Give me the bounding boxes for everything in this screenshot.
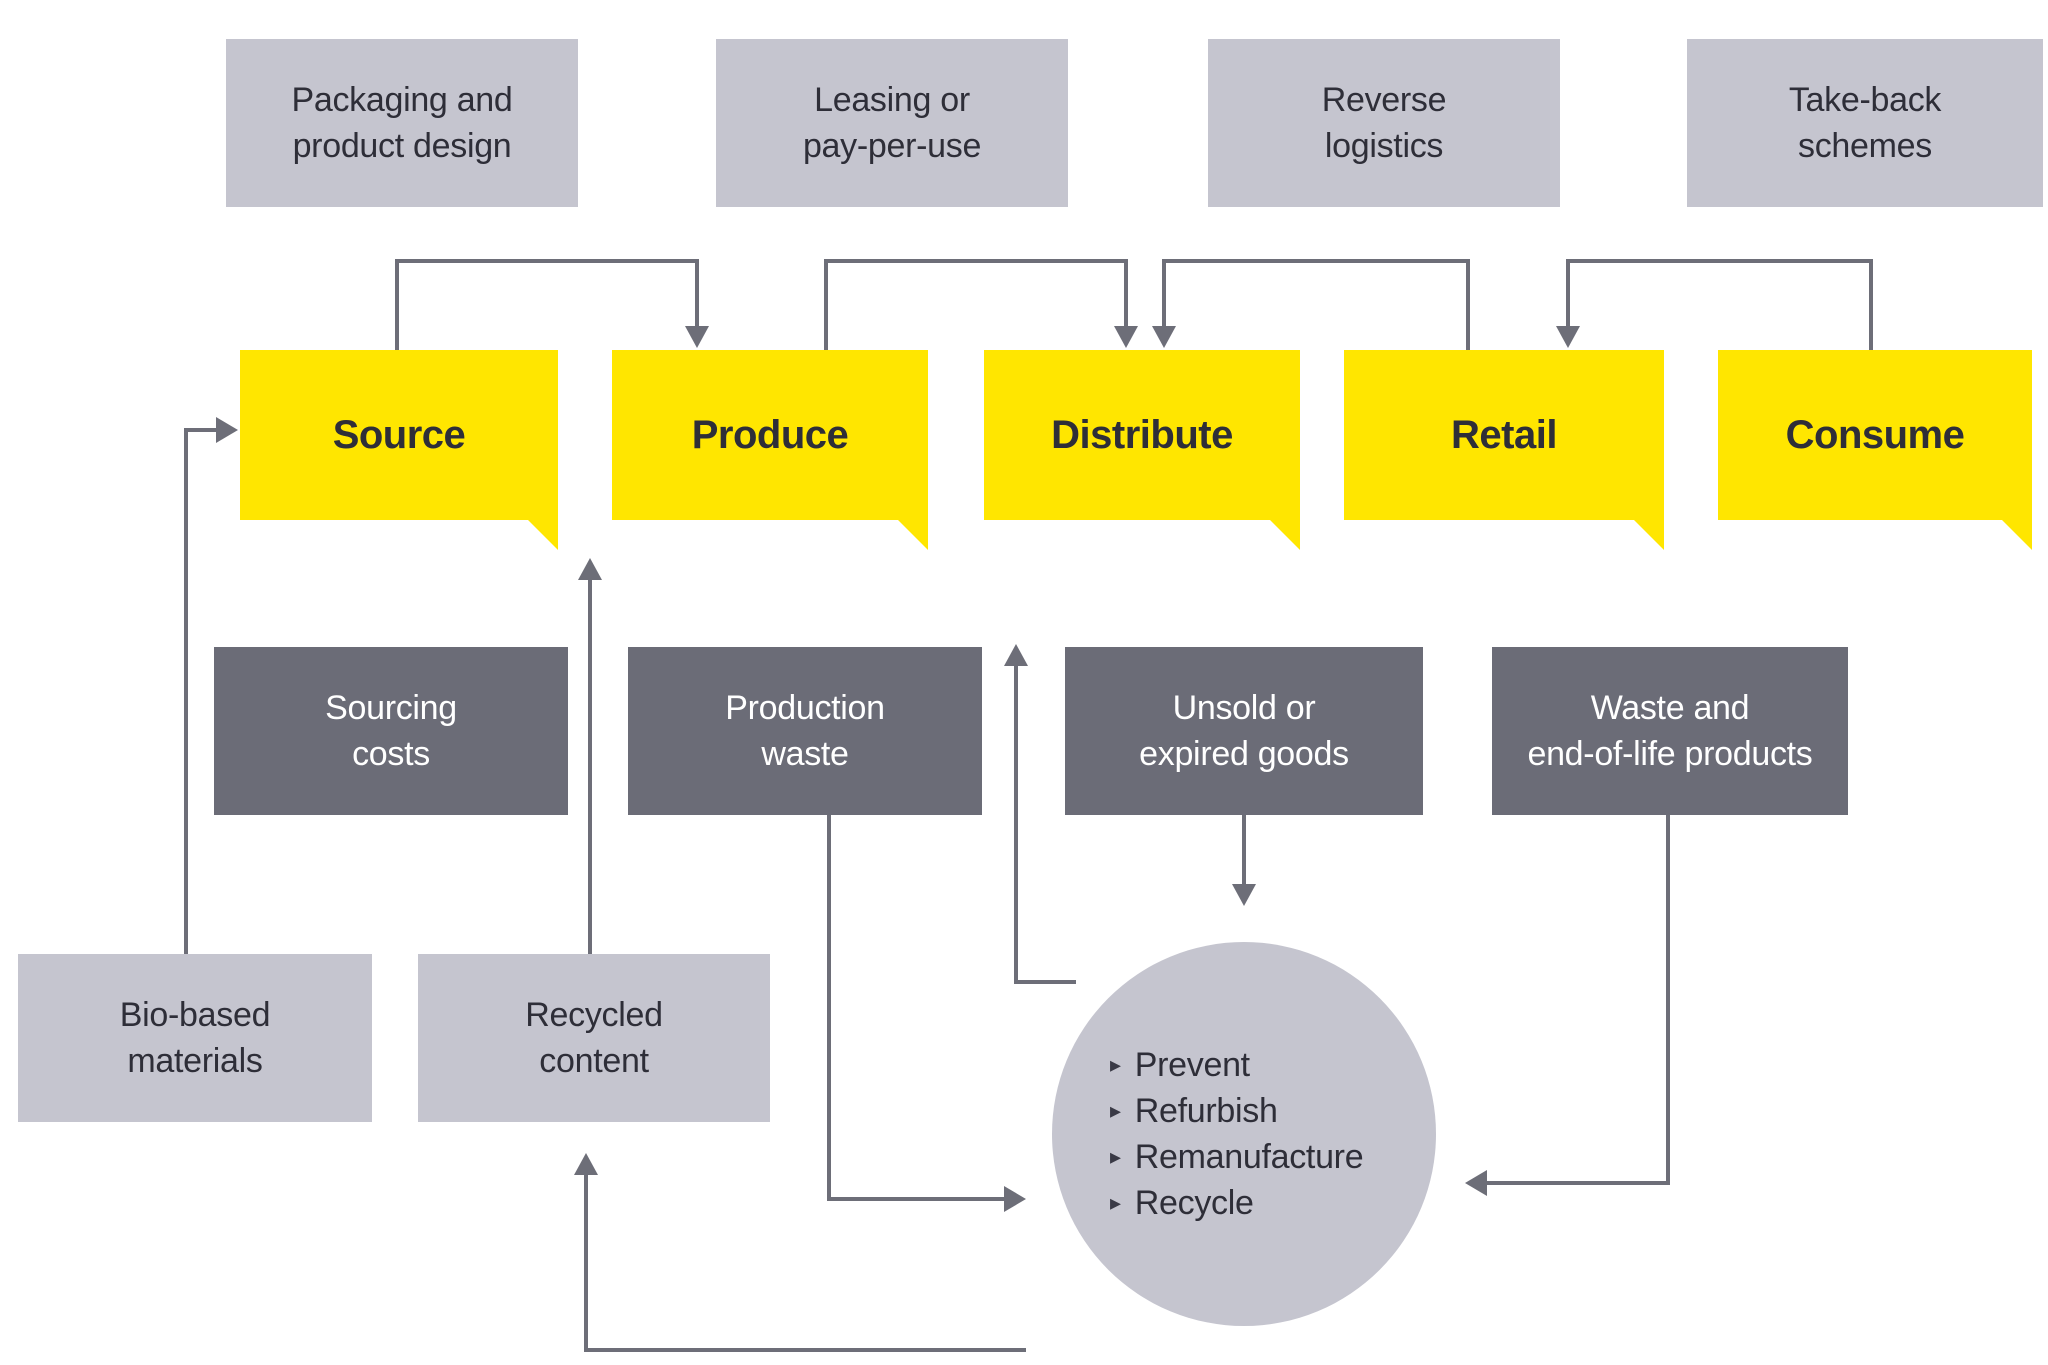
r-strategies-circle: ▸ Prevent ▸ Refurbish ▸ Remanufacture ▸ … bbox=[1052, 942, 1436, 1326]
arrow-segment bbox=[184, 428, 218, 432]
arrowhead-left-icon bbox=[1465, 1170, 1487, 1196]
arrow-segment bbox=[824, 259, 1128, 263]
leak-box-waste-end-of-life: Waste and end-of-life products bbox=[1492, 647, 1848, 815]
input-box-label: Recycled content bbox=[525, 996, 663, 1080]
triangle-bullet-icon: ▸ bbox=[1110, 1098, 1121, 1123]
stage-label: Source bbox=[332, 412, 466, 457]
r-strategy-item: ▸ Prevent bbox=[1110, 1042, 1250, 1088]
leak-box-label: Waste and end-of-life products bbox=[1527, 689, 1813, 773]
arrow-segment bbox=[1242, 815, 1246, 885]
arrow-segment bbox=[1014, 666, 1018, 984]
arrow-segment bbox=[1162, 261, 1166, 326]
top-box-leasing-pay-per-use: Leasing or pay-per-use bbox=[716, 39, 1068, 207]
stage-label: Retail bbox=[1451, 412, 1557, 457]
r-strategy-label: Prevent bbox=[1134, 1046, 1250, 1084]
stage-consume: Consume bbox=[1718, 350, 2032, 550]
arrowhead-up-icon bbox=[574, 1153, 598, 1175]
arrow-segment bbox=[1566, 261, 1570, 326]
arrow-segment bbox=[588, 580, 592, 954]
arrow-segment bbox=[695, 261, 699, 326]
arrow-segment bbox=[827, 815, 831, 1201]
input-box-label: Bio-based materials bbox=[119, 996, 271, 1080]
triangle-bullet-icon: ▸ bbox=[1110, 1190, 1121, 1215]
leak-box-label: Sourcing costs bbox=[325, 689, 457, 773]
leak-box-label: Production waste bbox=[725, 689, 885, 773]
arrow-segment bbox=[1869, 261, 1873, 350]
stage-label: Consume bbox=[1785, 412, 1965, 457]
arrowhead-right-icon bbox=[1004, 1186, 1026, 1212]
leak-box-unsold-expired-goods: Unsold or expired goods bbox=[1065, 647, 1423, 815]
r-strategy-item: ▸ Recycle bbox=[1110, 1180, 1254, 1226]
input-box-bio-based-materials: Bio-based materials bbox=[18, 954, 372, 1122]
arrow-segment bbox=[395, 259, 699, 263]
arrow-segment bbox=[827, 1197, 1006, 1201]
arrow-segment bbox=[584, 1175, 588, 1352]
leak-box-production-waste: Production waste bbox=[628, 647, 982, 815]
arrowhead-up-icon bbox=[1004, 644, 1028, 666]
arrow-segment bbox=[184, 428, 188, 954]
triangle-bullet-icon: ▸ bbox=[1110, 1052, 1121, 1077]
arrow-segment bbox=[1124, 261, 1128, 326]
arrowhead-down-icon bbox=[1232, 884, 1256, 906]
arrow-segment bbox=[395, 261, 399, 350]
top-box-label: Take-back schemes bbox=[1788, 81, 1942, 165]
arrow-segment bbox=[824, 261, 828, 350]
arrow-segment bbox=[1566, 259, 1873, 263]
r-strategy-label: Refurbish bbox=[1134, 1092, 1278, 1130]
leak-box-sourcing-costs: Sourcing costs bbox=[214, 647, 568, 815]
arrowhead-down-icon bbox=[685, 326, 709, 348]
stage-produce: Produce bbox=[612, 350, 928, 550]
top-box-label: Packaging and product design bbox=[291, 81, 513, 165]
arrow-segment bbox=[1466, 261, 1470, 350]
arrowhead-down-icon bbox=[1556, 326, 1580, 348]
arrowhead-down-icon bbox=[1152, 326, 1176, 348]
stage-retail: Retail bbox=[1344, 350, 1664, 550]
arrow-segment bbox=[1666, 815, 1670, 1185]
arrow-segment bbox=[1014, 980, 1076, 984]
arrow-segment bbox=[1162, 259, 1470, 263]
r-strategy-label: Recycle bbox=[1134, 1184, 1254, 1222]
top-box-packaging-product-design: Packaging and product design bbox=[226, 39, 578, 207]
stage-label: Produce bbox=[691, 412, 849, 457]
r-strategy-item: ▸ Refurbish bbox=[1110, 1088, 1278, 1134]
top-box-label: Reverse logistics bbox=[1321, 81, 1447, 165]
arrowhead-up-icon bbox=[578, 558, 602, 580]
arrow-segment bbox=[584, 1348, 1026, 1352]
triangle-bullet-icon: ▸ bbox=[1110, 1144, 1121, 1169]
r-strategy-item: ▸ Remanufacture bbox=[1110, 1134, 1364, 1180]
top-box-take-back-schemes: Take-back schemes bbox=[1687, 39, 2043, 207]
stage-source: Source bbox=[240, 350, 558, 550]
input-box-recycled-content: Recycled content bbox=[418, 954, 770, 1122]
top-box-reverse-logistics: Reverse logistics bbox=[1208, 39, 1560, 207]
r-strategy-label: Remanufacture bbox=[1134, 1138, 1364, 1176]
arrowhead-right-icon bbox=[216, 417, 238, 443]
stage-label: Distribute bbox=[1051, 412, 1233, 457]
leak-box-label: Unsold or expired goods bbox=[1139, 689, 1349, 773]
top-box-label: Leasing or pay-per-use bbox=[802, 81, 982, 165]
arrow-segment bbox=[1487, 1181, 1670, 1185]
stage-distribute: Distribute bbox=[984, 350, 1300, 550]
arrowhead-down-icon bbox=[1114, 326, 1138, 348]
